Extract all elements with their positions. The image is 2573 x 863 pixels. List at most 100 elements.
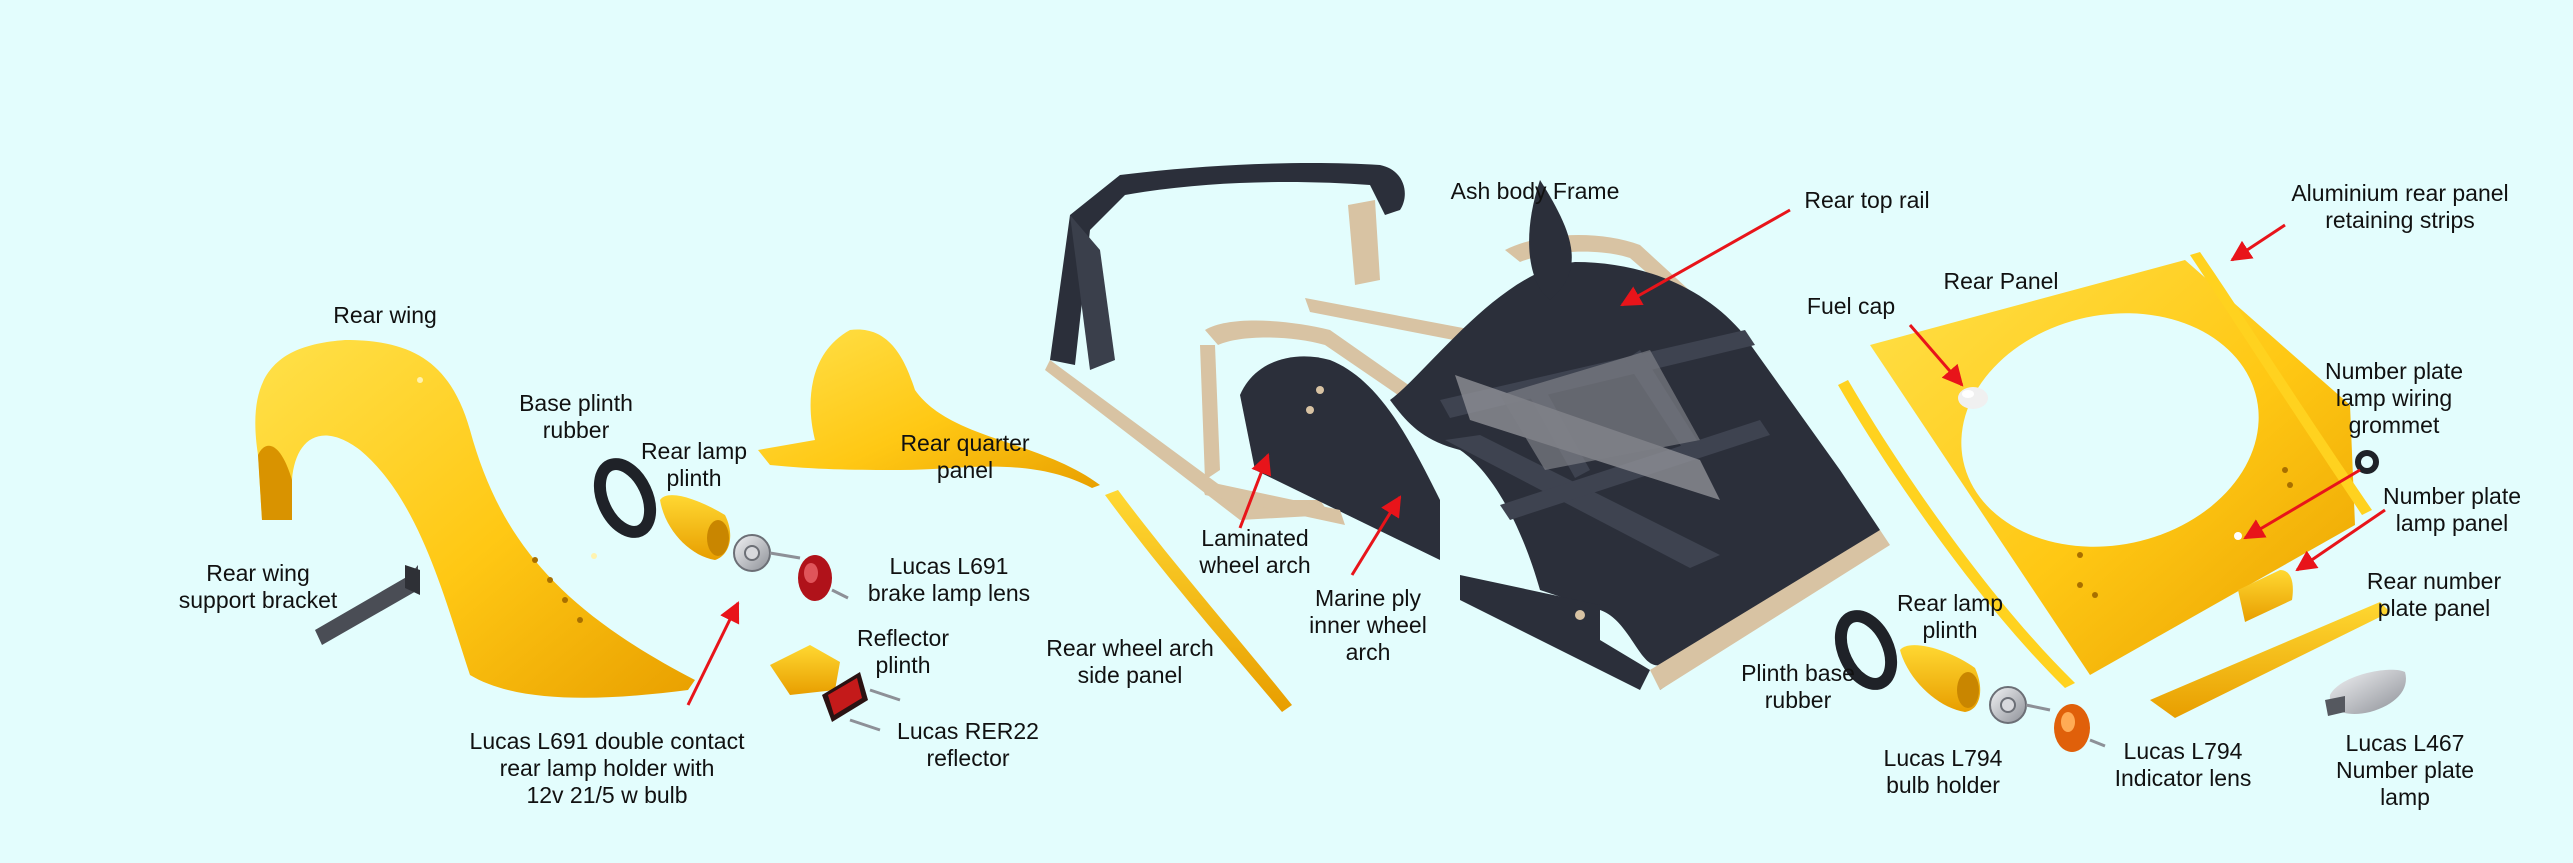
- label-line: Rear Panel: [1943, 268, 2059, 294]
- label-line: Rear number: [2366, 568, 2502, 594]
- label-line: plate panel: [2377, 595, 2491, 621]
- label-line: Lucas L794: [2123, 738, 2243, 764]
- arrow-marine-ply: [1350, 495, 1402, 576]
- rear-quarter-panel: [758, 329, 1100, 488]
- label-line: Rear wing: [206, 560, 310, 586]
- label-line: rubber: [1764, 687, 1832, 713]
- leader-arrows: [686, 208, 2386, 706]
- label-rear-top-rail: Rear top rail: [1804, 187, 1929, 214]
- brake-lamp-lens: [798, 555, 849, 601]
- number-plate-lamp-panel: [2238, 570, 2293, 622]
- arrow-plate-lamp-panel: [2295, 508, 2386, 572]
- label-line: side panel: [1077, 662, 1183, 688]
- label-line: brake lamp lens: [867, 580, 1031, 606]
- label-line: Reflector: [856, 625, 950, 651]
- label-line: panel: [936, 457, 994, 483]
- rear-lamp-plinth-right: [1900, 645, 1981, 712]
- label-line: Rear wheel arch: [1046, 635, 1214, 661]
- label-line: grommet: [2348, 412, 2440, 438]
- label-line: Rear lamp: [640, 438, 748, 464]
- label-line: retaining strips: [2325, 207, 2475, 233]
- label-line: reflector: [926, 745, 1010, 771]
- label-line: Aluminium rear panel: [2291, 180, 2509, 206]
- reflector-plinth: [770, 645, 840, 695]
- label-line: Marine ply: [1314, 585, 1422, 611]
- label-line: support bracket: [178, 587, 338, 613]
- arrow-retaining-strips: [2230, 223, 2286, 262]
- arrow-fuel-cap: [1908, 324, 1964, 387]
- label-line: Fuel cap: [1806, 293, 1896, 319]
- label-rear-wing: Rear wing: [333, 302, 437, 329]
- label-line: Base plinth: [519, 390, 633, 416]
- label-line: plinth: [875, 652, 931, 678]
- rear-panel: [1870, 260, 2355, 675]
- label-line: Number plate: [2382, 483, 2522, 509]
- ash-body-frame: [1045, 163, 1890, 690]
- label-line: Lucas L691: [889, 553, 1009, 579]
- l467-number-plate-lamp: [2325, 669, 2406, 716]
- arrow-laminated-arch: [1238, 453, 1272, 529]
- rear-wheel-arch-side-panel: [1105, 490, 1292, 712]
- label-line: Rear lamp: [1896, 590, 2004, 616]
- fuel-cap: [1958, 387, 1988, 409]
- label-line: Number plate: [2324, 358, 2464, 384]
- label-line: inner wheel: [1309, 612, 1427, 638]
- aluminium-retaining-strip-left: [1838, 380, 2075, 688]
- label-line: Plinth base: [1741, 660, 1855, 686]
- label-line: Laminated: [1201, 525, 1309, 551]
- aluminium-retaining-strip-right: [2190, 252, 2372, 515]
- arrow-wiring-grommet: [2243, 468, 2361, 540]
- arrow-rear-top-rail: [1620, 208, 1791, 307]
- label-line: Indicator lens: [2114, 765, 2252, 791]
- rear-wing: [255, 340, 696, 698]
- label-line: wheel arch: [1199, 552, 1311, 578]
- rear-lamp-plinth-left: [660, 495, 731, 560]
- label-line: Rear quarter: [900, 430, 1030, 456]
- label-line: lamp panel: [2395, 510, 2509, 536]
- label-line: lamp: [2380, 784, 2430, 810]
- label-line: rear lamp holder with: [499, 755, 715, 781]
- label-line: Ash body Frame: [1450, 178, 1620, 204]
- l794-bulb-holder: [1989, 686, 2051, 724]
- label-line: Lucas L794: [1883, 745, 2003, 771]
- label-line: 12v 21/5 w bulb: [526, 782, 688, 808]
- rear-number-plate-panel: [2150, 602, 2390, 718]
- number-plate-wiring-grommet: [2355, 450, 2379, 474]
- label-line: Lucas RER22: [897, 718, 1039, 744]
- label-rear-panel: Rear Panel: [1943, 268, 2058, 295]
- rear-wing-support-bracket: [315, 565, 420, 645]
- label-line: plinth: [1922, 617, 1978, 643]
- label-ash-body-frame: Ash body Frame: [1451, 178, 1620, 205]
- label-line: Lucas L691 double contact: [469, 728, 745, 754]
- label-line: bulb holder: [1886, 772, 2000, 798]
- label-line: Lucas L467: [2345, 730, 2465, 756]
- label-fuel-cap: Fuel cap: [1807, 293, 1895, 320]
- l794-indicator-lens: [2054, 704, 2106, 752]
- label-line: arch: [1345, 639, 1391, 665]
- label-line: lamp wiring: [2335, 385, 2453, 411]
- arrow-lamp-holder: [686, 601, 740, 706]
- lamp-holder-left: [733, 534, 801, 572]
- plinth-base-rubber-right: [1834, 610, 1898, 690]
- label-line: plinth: [666, 465, 722, 491]
- label-line: Number plate: [2335, 757, 2475, 783]
